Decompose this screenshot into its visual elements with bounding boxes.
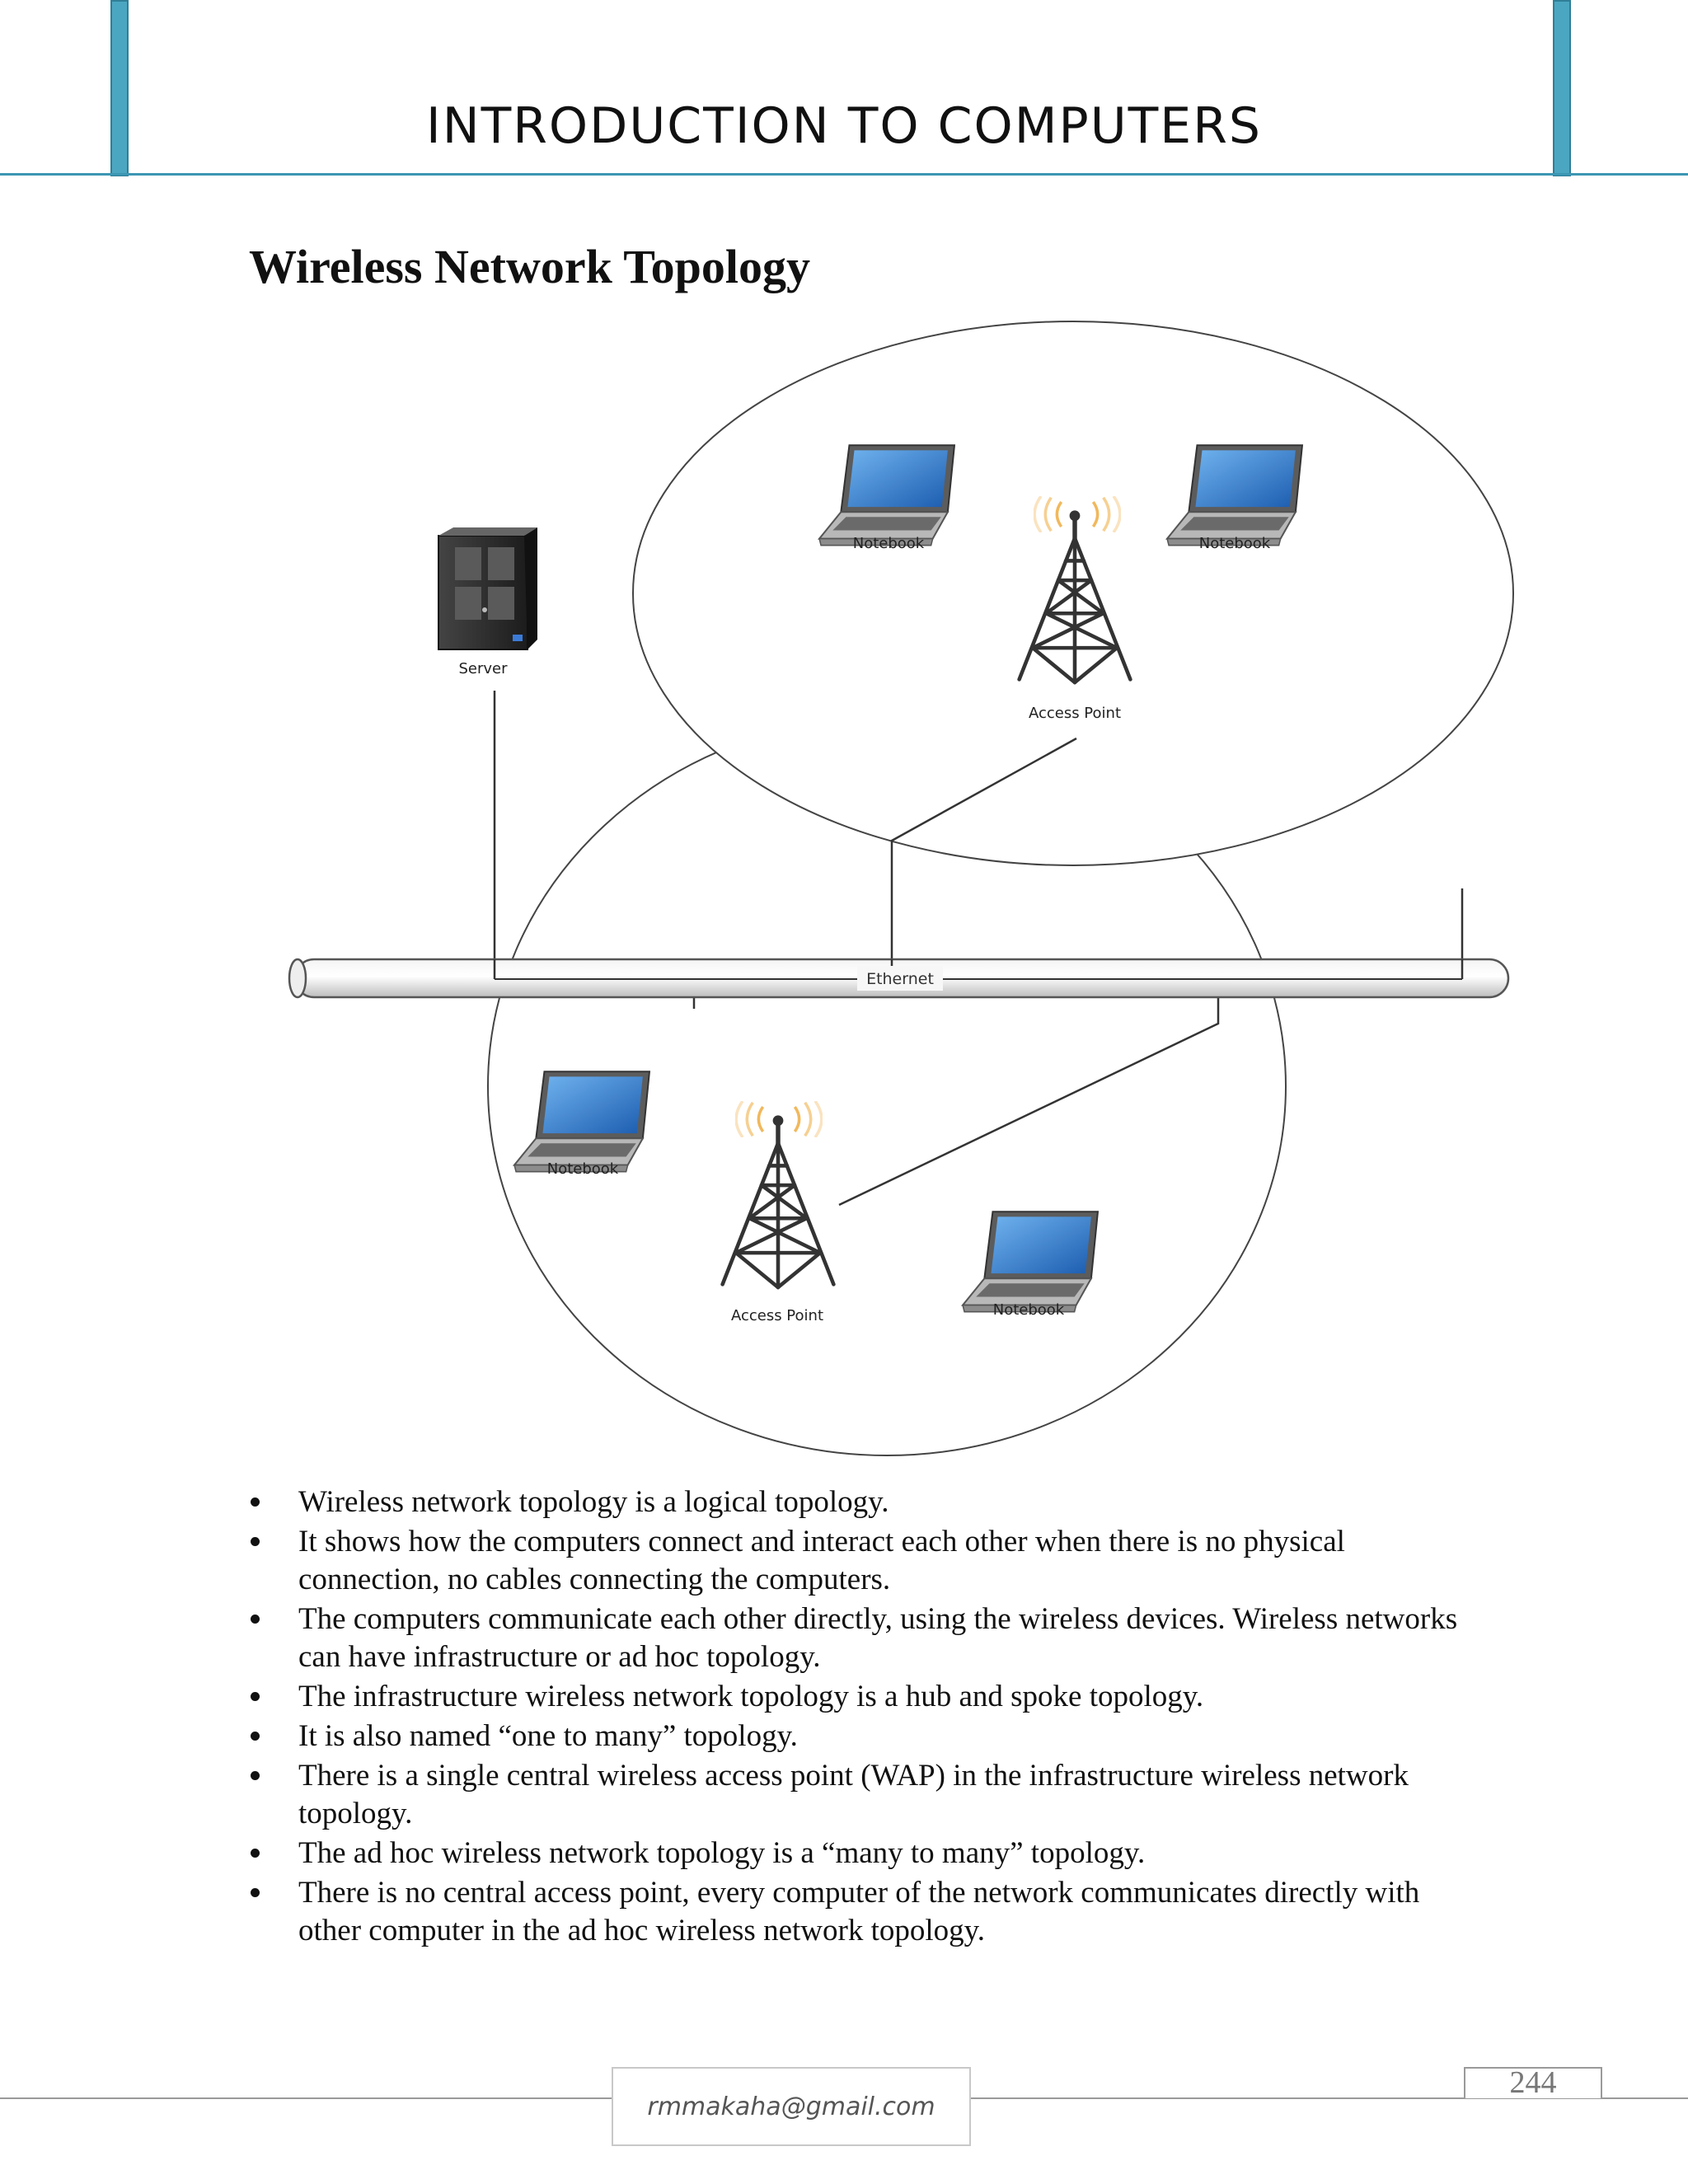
notebook-label: Notebook: [1199, 535, 1271, 552]
page-header-title: INTRODUCTION TO COMPUTERS: [426, 97, 1262, 155]
bullet-dot: [251, 1732, 260, 1741]
list-item: The computers communicate each other dir…: [247, 1601, 1467, 1676]
server-label: Server: [458, 660, 508, 677]
list-item: It shows how the computers connect and i…: [247, 1523, 1467, 1599]
bullet-dot: [251, 1497, 260, 1507]
list-item: The infrastructure wireless network topo…: [247, 1678, 1467, 1716]
notebook-icon: [513, 1071, 650, 1173]
list-item: There is a single central wireless acces…: [247, 1757, 1467, 1833]
section-title: Wireless Network Topology: [249, 240, 811, 293]
bullet-dot: [251, 1615, 260, 1624]
notebook-label: Notebook: [993, 1301, 1065, 1319]
bullet-dot: [251, 1888, 260, 1897]
bullet-dot: [251, 1849, 260, 1858]
access-point-tower-icon: [723, 1115, 834, 1287]
header-rule: [0, 173, 1688, 176]
bullet-dot: [251, 1537, 260, 1546]
header-left-bar: [110, 0, 129, 176]
footer-rule-right: [971, 2097, 1688, 2099]
notebook-label: Notebook: [547, 1160, 619, 1178]
bullet-dot: [251, 1692, 260, 1701]
footer-email: rmmakaha@gmail.com: [612, 2067, 971, 2146]
list-item: The ad hoc wireless network topology is …: [247, 1835, 1467, 1872]
lower-ap-link: [838, 979, 1220, 1207]
upper-ap-link: [890, 737, 1077, 979]
notebook-icon: [962, 1211, 1099, 1313]
access-point-label: Access Point: [731, 1307, 823, 1324]
list-item: There is no central access point, every …: [247, 1874, 1467, 1950]
header-right-bar: [1553, 0, 1571, 176]
bullet-list: Wireless network topology is a logical t…: [247, 1483, 1467, 1952]
list-item: It is also named “one to many” topology.: [247, 1718, 1467, 1755]
access-point-label: Access Point: [1029, 705, 1121, 722]
page-number: 244: [1464, 2067, 1602, 2098]
ethernet-label: Ethernet: [866, 970, 934, 988]
bullet-dot: [251, 1771, 260, 1780]
server-icon: [438, 527, 537, 650]
footer-rule-left: [0, 2097, 612, 2099]
list-item: Wireless network topology is a logical t…: [247, 1483, 1467, 1521]
notebook-label: Notebook: [853, 535, 925, 552]
